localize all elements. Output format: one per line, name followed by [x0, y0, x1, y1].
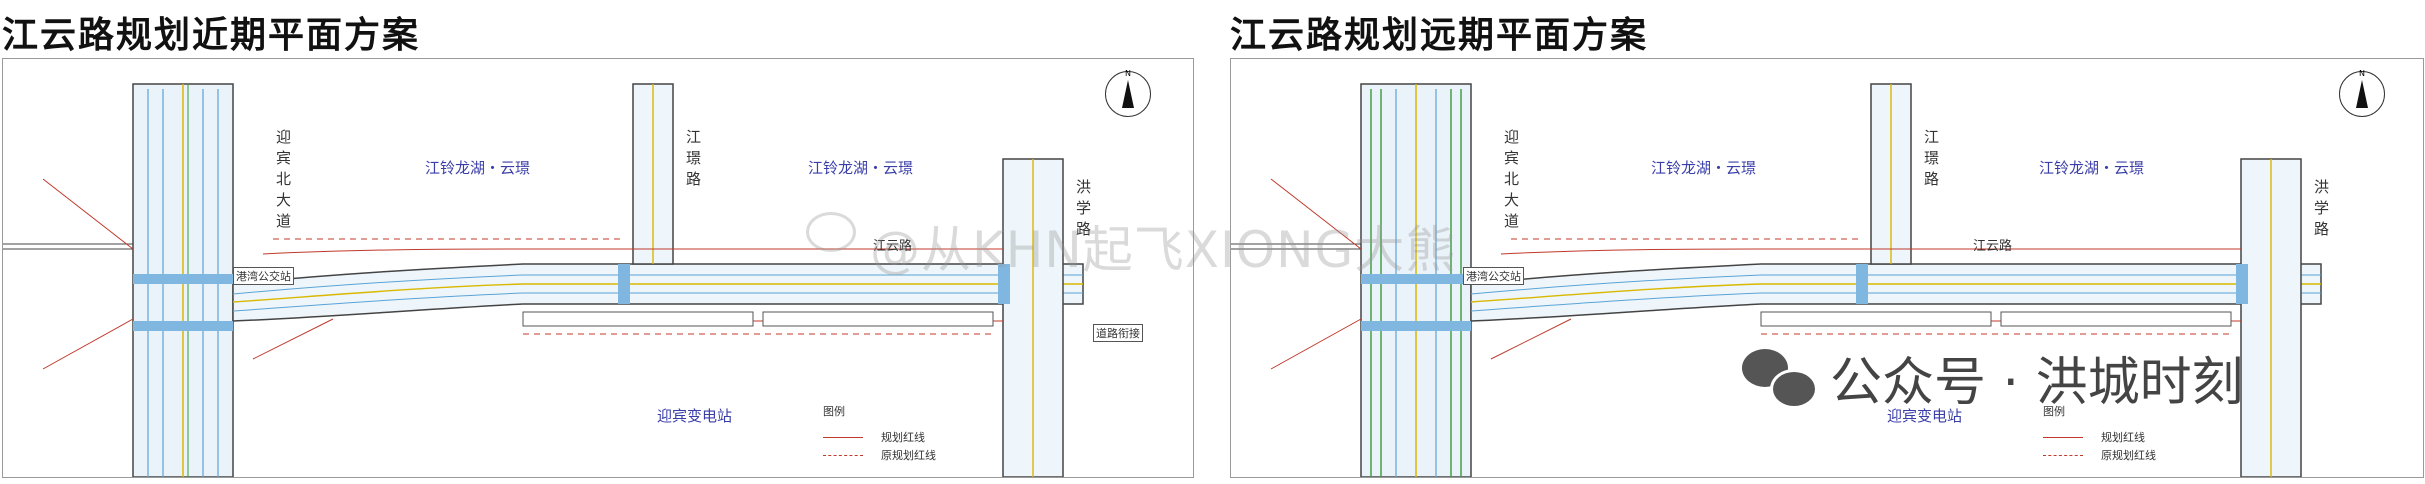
legend-label: 规划红线 — [881, 431, 925, 444]
brand-text: 公众号 · 洪城时刻 — [1830, 353, 2244, 413]
legend-item-planned-red-line: 规划红线 — [2043, 429, 2145, 445]
north-arrow-icon: N — [1105, 69, 1151, 117]
north-arrow-icon: N — [2339, 69, 2385, 117]
legend-label: 原规划红线 — [2101, 449, 2156, 462]
legend-label: 原规划红线 — [881, 449, 936, 462]
bus-stop-label: 港湾公交站 — [233, 267, 294, 285]
road-label-jiangyun: 江云路 — [873, 239, 913, 254]
legend-item-original-red-line: 原规划红线 — [823, 447, 936, 463]
district-label-right: 江铃龙湖・云璟 — [2039, 159, 2145, 177]
legend-title: 图例 — [823, 405, 845, 418]
substation-label: 迎宾变电站 — [1887, 407, 1963, 425]
north-label: N — [1125, 69, 1131, 78]
substation-label: 迎宾变电站 — [657, 407, 733, 425]
right-panel-title: 江云路规划远期平面方案 — [1230, 15, 1649, 56]
road-label-jianghuan: 江璟路 — [684, 129, 702, 192]
wechat-icon — [1742, 348, 1818, 409]
bus-stop-label: 港湾公交站 — [1463, 267, 1524, 285]
road-label-yingbin-north: 迎宾北大道 — [1502, 129, 1520, 234]
district-label-right: 江铃龙湖・云璟 — [808, 159, 914, 177]
legend-item-planned-red-line: 规划红线 — [823, 429, 925, 445]
road-label-jianghuan: 江璟路 — [1922, 129, 1940, 192]
right-road-plan — [1231, 83, 2322, 477]
right-plan-frame: 迎宾北大道 江璟路 洪学路 江云路 江铃龙湖・云璟 江铃龙湖・云璟 迎宾变电站 … — [1230, 58, 2424, 478]
left-plan-frame: 迎宾北大道 江璟路 洪学路 江云路 江铃龙湖・云璟 江铃龙湖・云璟 迎宾变电站 … — [2, 58, 1194, 478]
left-road-plan — [3, 83, 1084, 477]
district-label-left: 江铃龙湖・云璟 — [1651, 159, 1757, 177]
road-label-hongxue: 洪学路 — [2312, 179, 2330, 242]
legend-title: 图例 — [2043, 405, 2065, 418]
road-label-yingbin-north: 迎宾北大道 — [274, 129, 292, 234]
exit-note-label: 道路衔接 — [1093, 324, 1143, 342]
north-label: N — [2359, 69, 2365, 78]
legend-item-original-red-line: 原规划红线 — [2043, 447, 2156, 463]
left-panel-title: 江云路规划近期平面方案 — [2, 15, 421, 56]
weibo-icon — [806, 212, 856, 252]
road-label-hongxue: 洪学路 — [1074, 179, 1092, 242]
legend-label: 规划红线 — [2101, 431, 2145, 444]
road-label-jiangyun: 江云路 — [1973, 239, 2013, 254]
brand-watermark: 公众号 · 洪城时刻 — [1742, 340, 2244, 415]
watermark-text: @从KHN起飞XIONG大熊 — [870, 221, 1457, 279]
district-label-left: 江铃龙湖・云璟 — [425, 159, 531, 177]
